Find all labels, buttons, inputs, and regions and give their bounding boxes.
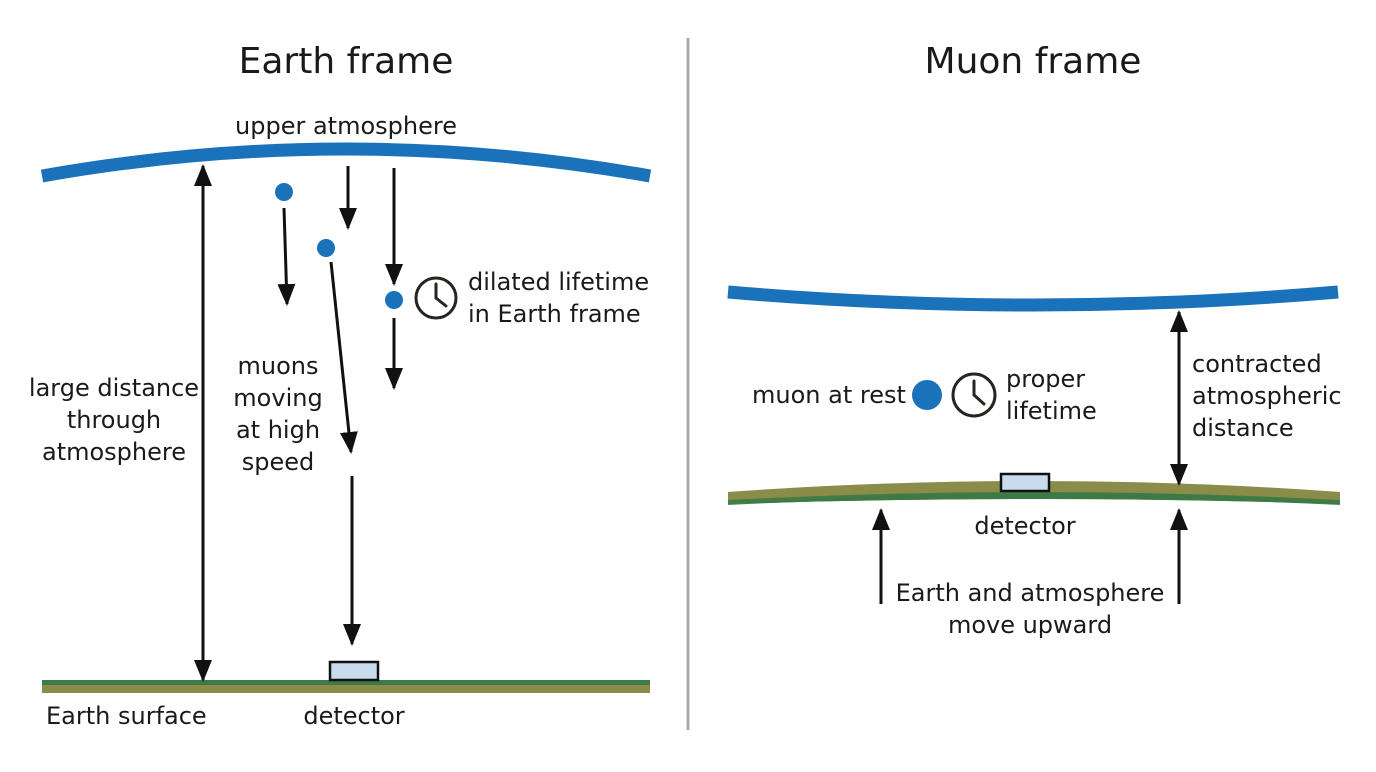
- earth-frame-muon-arrow-2: [329, 261, 358, 454]
- muon-frame-detector-label: detector: [974, 512, 1076, 540]
- muon-frame-title: Muon frame: [924, 41, 1142, 82]
- earth-frame-muon-2: [317, 239, 335, 257]
- earth-frame-ground-bottom: [42, 685, 650, 693]
- earth-frame-muon-arrow-1: [277, 207, 296, 306]
- muon-frame-detector: [999, 472, 1051, 493]
- earth-frame-detector: [328, 660, 380, 682]
- earth-frame-ground-top: [42, 680, 650, 685]
- earth-atmosphere-move-label: Earth and atmosphere move upward: [895, 579, 1165, 639]
- earth-frame-clock-icon: [414, 276, 458, 320]
- contracted-distance-label: contracted atmospheric distance: [1192, 350, 1342, 442]
- muon-frame-muon: [912, 380, 942, 410]
- earth-frame-muon-3: [385, 291, 403, 309]
- muon-frame-ground-green-band: [728, 492, 1340, 505]
- upper-atmosphere-label: upper atmosphere: [235, 112, 457, 140]
- earth-surface-label: Earth surface: [46, 702, 207, 730]
- muons-moving-label: muons moving at high speed: [233, 352, 323, 476]
- dilated-lifetime-label: dilated lifetime in Earth frame: [468, 268, 650, 328]
- proper-lifetime-label: proper lifetime: [1006, 365, 1097, 425]
- earth-frame-title: Earth frame: [238, 41, 454, 82]
- large-distance-label: large distance through atmosphere: [28, 374, 200, 466]
- muon-frame-clock-icon: [951, 372, 997, 418]
- earth-frame-detector-label: detector: [303, 702, 405, 730]
- earth-frame-atmosphere-arc: [40, 142, 652, 183]
- earth-frame-muon-1: [275, 183, 293, 201]
- muon-at-rest-label: muon at rest: [752, 381, 906, 409]
- muon-frame-atmosphere-arc: [727, 285, 1339, 312]
